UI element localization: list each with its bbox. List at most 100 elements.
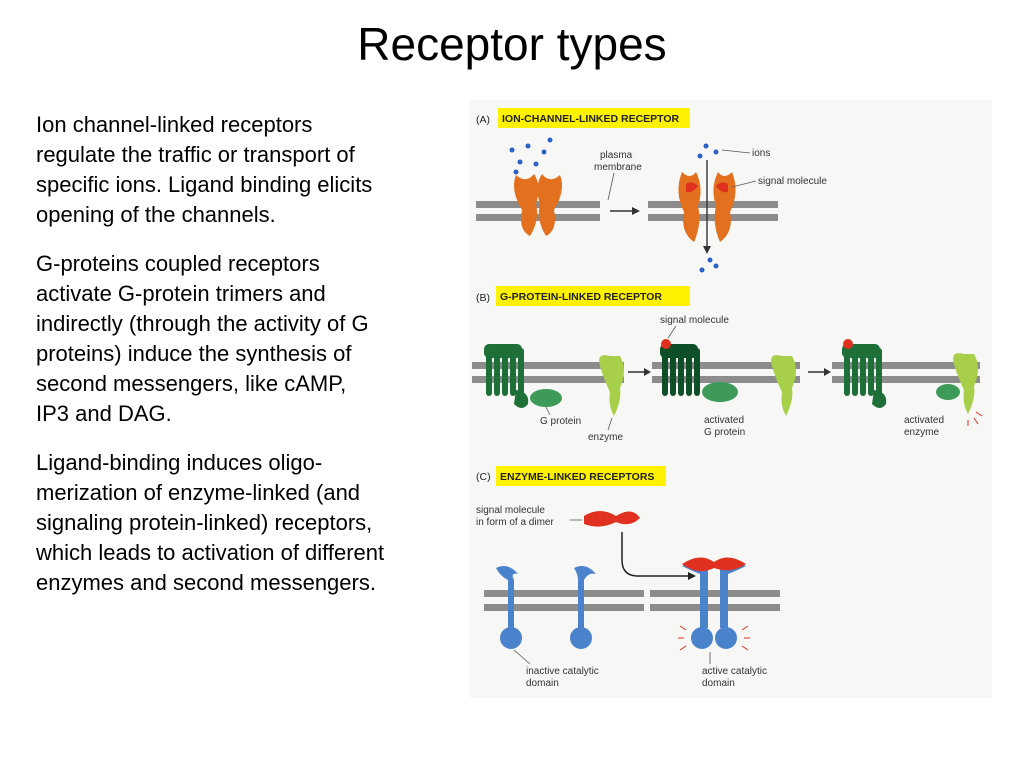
panel-c-letter: (C) bbox=[476, 471, 491, 483]
g-protein bbox=[936, 384, 960, 400]
panel-c-heading-bg bbox=[496, 466, 666, 486]
signal-molecule bbox=[716, 182, 728, 193]
line: signaling protein-linked) receptors, bbox=[36, 510, 373, 535]
panel-a-heading-bg bbox=[498, 108, 690, 128]
leader-line bbox=[721, 149, 751, 154]
label-signal-molecule: signal molecule bbox=[758, 176, 827, 187]
label-domain: domain bbox=[526, 678, 559, 689]
signal-dimer bbox=[682, 557, 746, 572]
line: merization of enzyme-linked (and bbox=[36, 480, 361, 505]
panel-b-letter: (B) bbox=[476, 292, 490, 304]
receptor-figure: (A) ION-CHANNEL-LINKED RECEPTOR plasma m… bbox=[470, 100, 992, 698]
arrow-head bbox=[688, 572, 696, 580]
membrane bbox=[472, 376, 624, 383]
panel-ion-channel: (A) ION-CHANNEL-LINKED RECEPTOR plasma m… bbox=[476, 108, 827, 273]
leader-line bbox=[731, 180, 757, 188]
arrow-head bbox=[644, 368, 651, 376]
signal-molecule bbox=[686, 182, 698, 193]
label-g-protein: G protein bbox=[540, 416, 581, 427]
panel-c-heading: ENZYME-LINKED RECEPTORS bbox=[500, 471, 654, 483]
line: Ligand-binding induces oligo- bbox=[36, 450, 323, 475]
arrow-head bbox=[632, 207, 640, 215]
closed-ion-channel bbox=[514, 174, 562, 236]
activated-enzyme bbox=[953, 353, 978, 414]
enzyme bbox=[771, 355, 796, 416]
line: proteins) induce the synthesis of bbox=[36, 341, 352, 366]
line: enzymes and second messengers. bbox=[36, 570, 376, 595]
line: IP3 and DAG. bbox=[36, 401, 172, 426]
leader-line bbox=[513, 649, 531, 665]
enzyme bbox=[599, 355, 624, 416]
line: regulate the traffic or transport of bbox=[36, 142, 355, 167]
label-dimer: in form of a dimer bbox=[476, 517, 554, 528]
arrow bbox=[621, 532, 688, 577]
slide-title: Receptor types bbox=[357, 18, 667, 70]
membrane bbox=[652, 362, 800, 369]
arrow-head bbox=[824, 368, 831, 376]
panel-b-heading-bg bbox=[496, 286, 690, 306]
gpcr-receptor bbox=[484, 344, 529, 408]
membrane bbox=[832, 376, 980, 383]
label-active-catalytic: active catalytic bbox=[702, 666, 767, 677]
label-ions: ions bbox=[752, 148, 770, 159]
panel-g-protein: (B) G-PROTEIN-LINKED RECEPTOR G protein … bbox=[472, 286, 983, 443]
membrane bbox=[472, 362, 624, 369]
label-domain-active: domain bbox=[702, 678, 735, 689]
paragraph-ion-channel: Ion channel-linked receptors regulate th… bbox=[36, 110, 461, 230]
label-membrane: membrane bbox=[594, 162, 642, 173]
line: which leads to activation of different bbox=[36, 540, 385, 565]
membrane bbox=[650, 590, 780, 597]
signal-molecule bbox=[843, 339, 853, 349]
panel-enzyme-linked: (C) ENZYME-LINKED RECEPTORS signal molec… bbox=[476, 466, 780, 689]
ions-cluster bbox=[697, 143, 719, 273]
membrane bbox=[648, 214, 778, 221]
label-g-protein-activated: G protein bbox=[704, 427, 745, 438]
activation-rays bbox=[678, 625, 750, 651]
label-plasma: plasma bbox=[600, 150, 633, 161]
line: specific ions. Ligand binding elicits bbox=[36, 172, 373, 197]
receptor-diagram: (A) ION-CHANNEL-LINKED RECEPTOR plasma m… bbox=[470, 100, 992, 698]
membrane bbox=[832, 362, 980, 369]
line: opening of the channels. bbox=[36, 202, 276, 227]
arrow-head bbox=[703, 246, 711, 254]
label-enzyme: enzyme bbox=[588, 432, 623, 443]
line: second messengers, like cAMP, bbox=[36, 371, 347, 396]
label-activated: activated bbox=[904, 415, 944, 426]
g-protein bbox=[530, 389, 562, 407]
label-inactive-catalytic: inactive catalytic bbox=[526, 666, 599, 677]
text-column: Ion channel-linked receptors regulate th… bbox=[36, 110, 461, 617]
panel-b-heading: G-PROTEIN-LINKED RECEPTOR bbox=[500, 291, 662, 303]
membrane bbox=[484, 590, 644, 597]
open-ion-channel bbox=[678, 160, 736, 254]
leader-line bbox=[607, 417, 613, 431]
signal-dimer bbox=[584, 511, 640, 527]
line: G-proteins coupled receptors bbox=[36, 251, 320, 276]
line: indirectly (through the activity of G bbox=[36, 311, 369, 336]
membrane bbox=[650, 604, 780, 611]
enzyme-receptor-active bbox=[682, 557, 746, 649]
leader-line bbox=[607, 172, 615, 201]
membrane bbox=[476, 214, 600, 221]
membrane bbox=[652, 376, 800, 383]
line: activate G-protein trimers and bbox=[36, 281, 326, 306]
membrane bbox=[476, 201, 600, 208]
label-activated: activated bbox=[704, 415, 744, 426]
leader-line bbox=[667, 325, 677, 339]
leader-line bbox=[545, 406, 551, 416]
signal-molecule bbox=[661, 339, 671, 349]
paragraph-g-protein: G-proteins coupled receptors activate G-… bbox=[36, 249, 461, 429]
membrane bbox=[484, 604, 644, 611]
panel-a-letter: (A) bbox=[476, 114, 490, 126]
panel-a-heading: ION-CHANNEL-LINKED RECEPTOR bbox=[502, 113, 680, 125]
ions-cluster bbox=[509, 137, 553, 175]
label-signal-molecule: signal molecule bbox=[476, 505, 545, 516]
activated-g-protein bbox=[702, 382, 738, 402]
label-enzyme-activated: enzyme bbox=[904, 427, 939, 438]
paragraph-enzyme-linked: Ligand-binding induces oligo- merization… bbox=[36, 448, 461, 598]
activation-rays bbox=[967, 411, 983, 426]
enzyme-receptor-inactive bbox=[496, 566, 596, 649]
line: Ion channel-linked receptors bbox=[36, 112, 313, 137]
membrane bbox=[648, 201, 778, 208]
label-signal-molecule: signal molecule bbox=[660, 315, 729, 326]
gpcr-receptor bbox=[660, 344, 700, 396]
